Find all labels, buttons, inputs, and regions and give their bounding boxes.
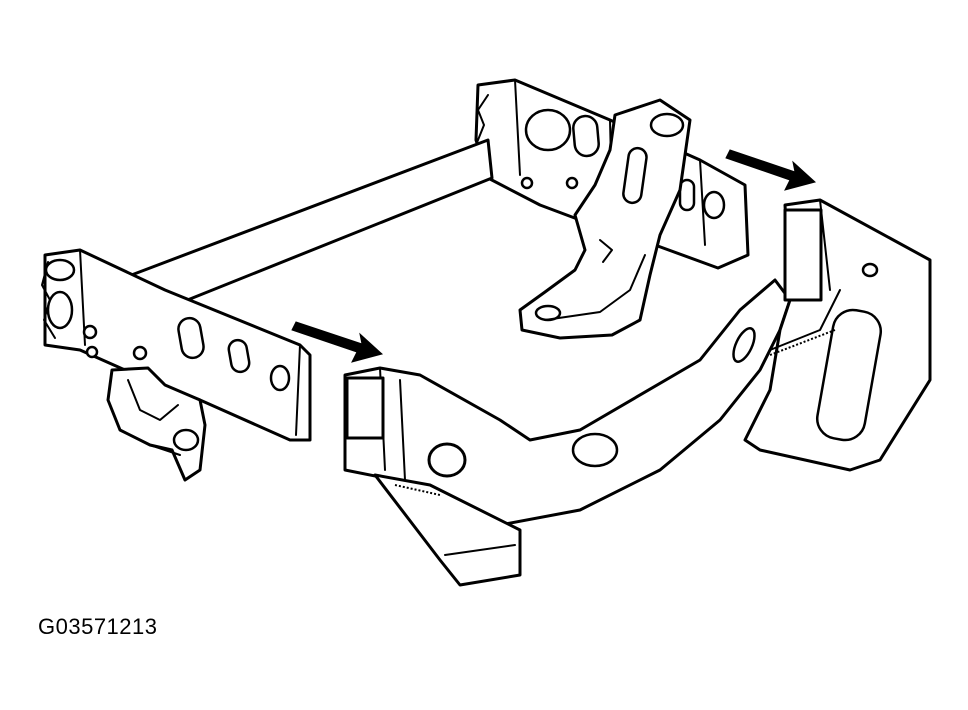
figure-id-label: G03571213 <box>38 614 158 639</box>
bracket-slot-small <box>678 178 696 212</box>
bracket-slot <box>572 114 600 158</box>
arrow-left <box>291 321 384 363</box>
rail-oval-hole <box>571 432 619 468</box>
arrow-right <box>725 149 817 191</box>
right-spring-hanger <box>518 98 692 340</box>
bracket-small-hole <box>702 190 726 220</box>
rail-bushing <box>427 442 467 478</box>
front-lower-bracket <box>373 473 522 587</box>
rear-rail-open-end <box>783 208 823 302</box>
upper-left-bracket <box>41 248 312 442</box>
left-spring-hanger <box>106 366 207 482</box>
rear-rail-slot <box>815 308 883 442</box>
rear-frame-rail <box>743 198 932 472</box>
rail-open-end <box>345 376 385 440</box>
bracket-round-hole <box>524 108 572 152</box>
